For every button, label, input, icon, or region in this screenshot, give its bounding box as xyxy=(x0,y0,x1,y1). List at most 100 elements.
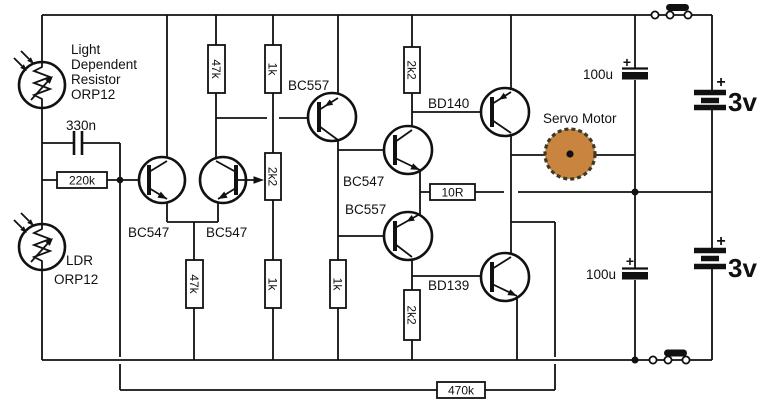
resistor-1k-bot2-label: 1k xyxy=(331,278,345,292)
switch-bottom-terminal-2 xyxy=(663,355,673,365)
motor-shaft-dot xyxy=(566,150,574,158)
q2-label: BC547 xyxy=(206,225,247,240)
switch-top-button xyxy=(666,4,689,11)
ldr2-arrow-line xyxy=(30,241,50,263)
c100u-bot-plate2 xyxy=(622,272,648,280)
q5-label: BC557 xyxy=(345,202,386,217)
transistor-q7-bd139: BD139 xyxy=(428,251,531,303)
switch-top-terminal-3 xyxy=(683,10,693,20)
ldr2-body xyxy=(17,222,67,272)
capacitor-100u-top: 100u + xyxy=(583,54,648,82)
c330n-label: 330n xyxy=(66,118,96,133)
c100u-top-label: 100u xyxy=(583,67,613,82)
switch-bottom-terminal-1 xyxy=(648,355,658,365)
resistor-2k2-mid-label: 2k2 xyxy=(266,167,280,187)
emitter-join xyxy=(166,199,219,360)
switch-bottom-button xyxy=(664,349,687,357)
resistor-470k xyxy=(436,381,486,399)
q3-emitter-arrow xyxy=(324,99,334,107)
ldr2-light-ray-lines xyxy=(13,212,30,229)
q5-emitter-arrow xyxy=(406,215,415,222)
c100u-bot-label: 100u xyxy=(586,267,616,282)
ldr1-light-ray-head-1 xyxy=(20,64,27,71)
resistor-2k2-top xyxy=(403,46,421,94)
transistor-q4-bc547: BC547 xyxy=(343,124,434,189)
resistor-47k-bot-label: 47k xyxy=(187,274,201,294)
ldr2-zigzag xyxy=(31,225,53,269)
resistor-10r xyxy=(429,183,476,201)
resistor-1k-top xyxy=(264,44,282,94)
junction-dots xyxy=(116,176,639,364)
battery2-bars xyxy=(694,247,726,270)
q3-label: BC557 xyxy=(288,78,329,93)
power-switch-bottom xyxy=(648,349,691,365)
ldr1-body xyxy=(17,60,67,110)
q4-label: BC547 xyxy=(343,174,384,189)
c330n-plates xyxy=(72,131,84,155)
resistor-220k-label: 220k xyxy=(69,174,96,188)
resistor-2k2-bot-label: 2k2 xyxy=(405,305,419,325)
resistor-2k2-bot xyxy=(403,289,421,341)
q7-emitter-arrow xyxy=(507,289,517,296)
ldr1-light-ray-head-2 xyxy=(27,57,34,64)
transistor-q3-bc557: BC557 xyxy=(288,78,358,143)
ldr2-arrow-head xyxy=(45,238,53,246)
c100u-top-plate2 xyxy=(622,72,648,80)
resistor-220k xyxy=(56,171,108,189)
q7-label: BD139 xyxy=(428,278,469,293)
resistor-1k-top-label: 1k xyxy=(266,63,280,77)
battery1-plus: + xyxy=(716,74,725,91)
wires xyxy=(41,14,713,391)
ldr2-light-ray-head-2 xyxy=(27,219,34,226)
resistor-47k-bot xyxy=(185,259,204,309)
servo-motor: Servo Motor xyxy=(543,111,617,181)
ldr1-symbol: Light Dependent Resistor ORP12 xyxy=(13,42,137,110)
resistor-2k2-mid xyxy=(264,152,282,201)
q1-label: BC547 xyxy=(128,225,169,240)
resistor-1k-bot2 xyxy=(329,259,347,309)
transistor-q1-bc547: BC547 xyxy=(128,155,187,240)
switch-bottom-terminal-3 xyxy=(681,355,691,365)
ldr2-light-ray-head-1 xyxy=(20,226,27,233)
ldr1-arrow-line xyxy=(30,79,50,101)
junction-bottom-rail xyxy=(631,356,639,364)
q2-base-wiper-arrow xyxy=(253,176,264,184)
transistor-q6-bd140: BD140 xyxy=(428,86,531,138)
ldr1-label-line3: Resistor xyxy=(71,72,121,87)
resistor-1k-bot1-label: 1k xyxy=(266,278,280,292)
resistor-47k-top-label: 47k xyxy=(209,59,223,79)
ldr2-symbol: LDR ORP12 xyxy=(13,212,98,287)
ldr1-light-ray-lines xyxy=(13,50,30,67)
q1-emitter-arrow xyxy=(157,191,167,199)
switch-top-terminal-2 xyxy=(665,10,675,20)
motor-label: Servo Motor xyxy=(543,111,617,126)
battery2-plus: + xyxy=(716,233,725,250)
q6-emitter-arrow xyxy=(498,92,508,100)
q6-label: BD140 xyxy=(428,96,469,111)
q2-emitter-arrow xyxy=(218,191,228,199)
c100u-top-plus: + xyxy=(623,54,631,70)
junction-mid-reference xyxy=(631,188,639,196)
resistor-10r-label: 10R xyxy=(441,186,463,200)
ldr1-zigzag xyxy=(31,63,53,107)
ldr1-label-line4: ORP12 xyxy=(71,87,115,102)
battery-1: + 3v xyxy=(694,74,757,117)
ldr1-label-line2: Dependent xyxy=(71,57,137,72)
q5-body xyxy=(382,210,434,262)
resistor-2k2-top-label: 2k2 xyxy=(405,60,419,80)
resistor-470k-label: 470k xyxy=(448,384,475,398)
capacitor-100u-bot: 100u + xyxy=(586,253,648,282)
resistors: 220k 47k 1k 2k2 47k 1k 1k 2k2 2k2 10R 47… xyxy=(56,44,486,399)
q4-emitter-arrow xyxy=(410,163,420,170)
ldr1-arrow-head xyxy=(45,76,53,84)
c100u-bot-plus: + xyxy=(626,253,634,269)
power-switch-top xyxy=(650,4,693,20)
capacitor-330n: 330n xyxy=(66,118,96,155)
feedback-loop xyxy=(120,221,556,391)
q3-body xyxy=(306,91,358,143)
junction-input-node xyxy=(116,176,124,184)
battery1-label: 3v xyxy=(728,87,757,117)
switch-top-terminal-1 xyxy=(650,10,660,20)
